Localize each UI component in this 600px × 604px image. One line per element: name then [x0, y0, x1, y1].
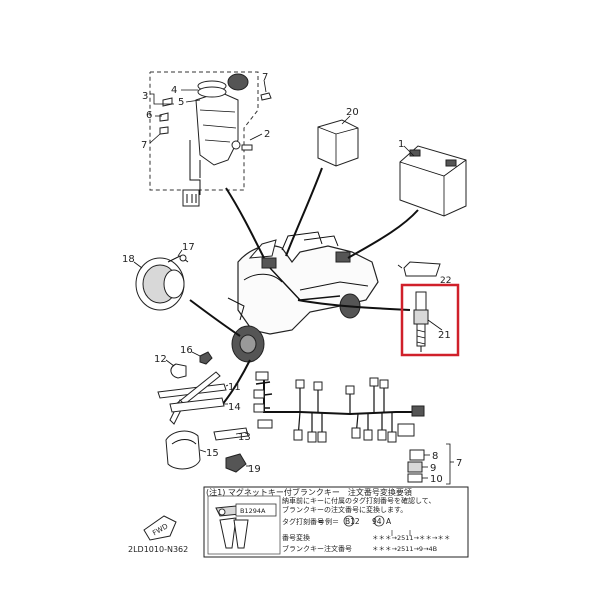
callout-21: 20 [346, 107, 359, 118]
callout-7a: 7 [262, 72, 268, 83]
callout-9: 8 [432, 451, 438, 462]
callout-1: 1 [398, 139, 404, 150]
highlight-box [400, 283, 460, 357]
note-heading: (注1) マグネットキー付ブランクキー 注文番号変換要領 [206, 487, 412, 497]
order-value: ＊＊＊→2511→9→4B [372, 545, 437, 553]
callout-23: 22 [440, 276, 451, 286]
callout-6: 6 [146, 110, 152, 121]
order-label: ブランクキー注文番号 [282, 544, 352, 553]
cover-part [165, 430, 207, 470]
callout-12: 11 [228, 382, 241, 393]
callout-8: 7 [456, 458, 462, 469]
relay-unit-part [317, 115, 359, 167]
example-label: ＝例＝ [318, 517, 339, 526]
wire-harness-part [253, 371, 425, 443]
callout-14: 13 [238, 432, 251, 443]
drawing-code: 2LD1010-N362 [128, 545, 188, 554]
note-line1: 納車前にキーに付属のタグ打刻番号を確認して、 [282, 496, 435, 505]
fwd-arrow: FWD [143, 515, 177, 541]
example-suffix: A [386, 517, 392, 526]
tag-label: B1294A [240, 507, 266, 515]
note-box [203, 486, 469, 558]
callout-10: 9 [430, 463, 436, 474]
example-value: B12 [345, 517, 360, 526]
callout-13: 12 [154, 354, 167, 365]
callout-5: 5 [178, 97, 184, 108]
callout-3: 3 [142, 91, 148, 102]
callout-11: 10 [430, 474, 443, 485]
horn-part [133, 249, 189, 311]
key-cylinder-part [195, 91, 239, 166]
spark-plug-part [413, 291, 443, 352]
callout-17: 16 [180, 345, 193, 356]
battery-part [399, 145, 467, 217]
clamp-part [165, 359, 187, 379]
conv-label: 番号変換 [282, 533, 310, 542]
tag-sheet-part [397, 261, 441, 277]
callout-18: 17 [182, 242, 195, 253]
band-parts [157, 371, 249, 441]
callout-20: 19 [248, 464, 261, 475]
grommet-part [225, 453, 250, 473]
note-line2: ブランクキーの注文番号に変換します。 [282, 505, 407, 514]
bolt-part [191, 351, 213, 365]
conv-value: ＊＊＊→2511→＊＊→＊＊ [372, 534, 450, 542]
callout-15: 14 [228, 402, 241, 413]
scooter-body [227, 231, 379, 363]
callout-7b: 7 [141, 140, 147, 151]
key-set-group [149, 71, 272, 207]
tag-row-label: タグ打刻番号 [282, 517, 324, 526]
callout-22: 21 [438, 330, 451, 341]
example-circled: 94 [372, 517, 382, 526]
fuse-parts [407, 443, 454, 485]
callout-2: 2 [264, 129, 270, 140]
callout-16: 15 [206, 448, 219, 459]
callout-19: 18 [122, 254, 135, 265]
callout-4: 4 [171, 85, 177, 96]
